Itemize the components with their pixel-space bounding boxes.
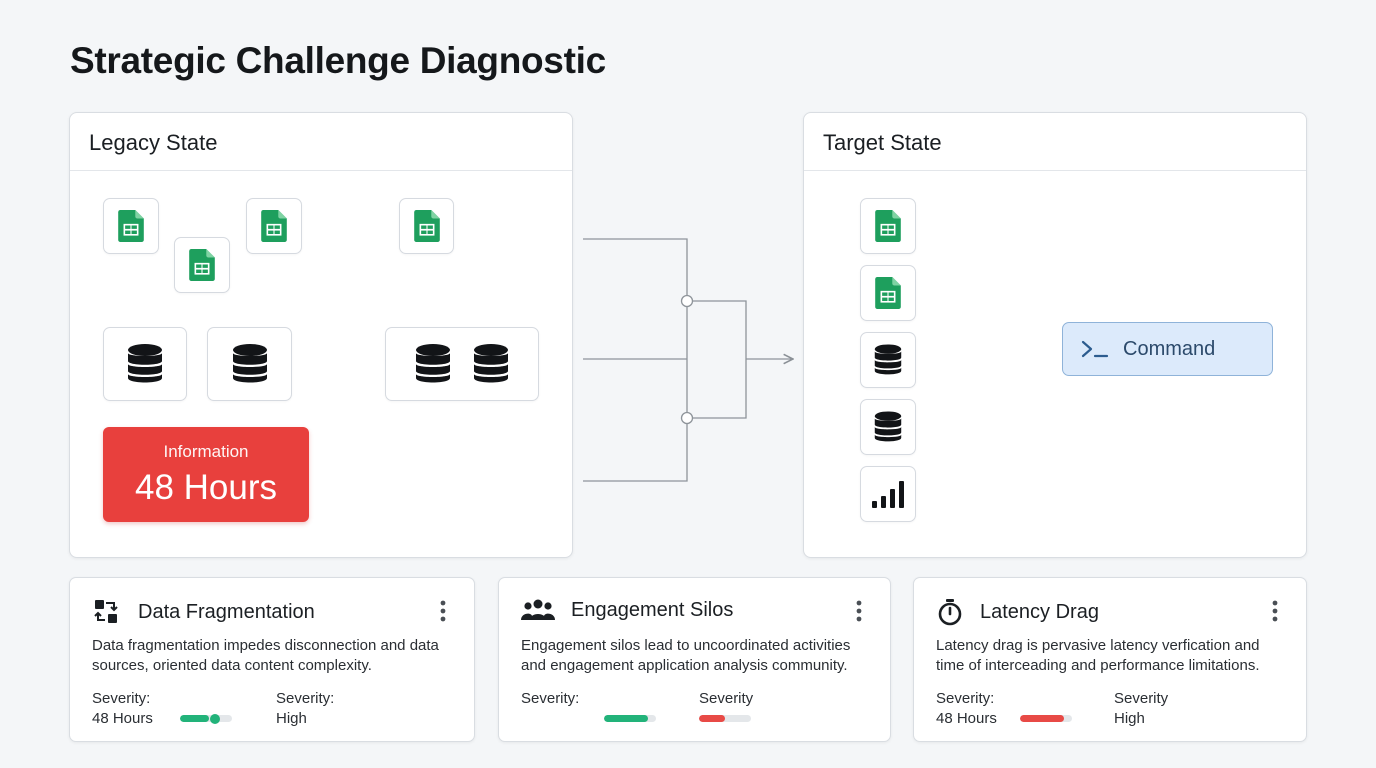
information-latency-box: Information 48 Hours [103,427,309,522]
card-title: Engagement Silos [571,598,734,621]
database-icon [415,344,451,384]
severity-label: Severity: [521,690,580,707]
information-value: 48 Hours [134,468,278,507]
severity-value: 48 Hours [92,710,153,727]
severity-value: High [276,710,307,727]
database-icon [874,411,902,443]
target-database-node [860,399,916,455]
more-options-icon[interactable] [856,600,862,622]
severity-label: Severity [699,690,754,707]
severity-bar [180,715,232,722]
spreadsheet-icon [875,210,901,242]
severity-bar [1020,715,1072,722]
legacy-spreadsheet-node [399,198,454,254]
severity-indicator-dot [210,713,220,724]
spreadsheet-icon [414,210,440,242]
latency-drag-card: Latency Drag Latency drag is pervasive l… [913,577,1307,742]
more-options-icon[interactable] [1272,600,1278,622]
page-title: Strategic Challenge Diagnostic [70,40,606,81]
data-fragmentation-card: Data Fragmentation Data fragmentation im… [69,577,475,742]
card-title: Latency Drag [980,600,1099,623]
legacy-database-cluster-node [385,327,539,401]
card-title: Data Fragmentation [138,600,315,623]
legacy-spreadsheet-node [246,198,302,254]
card-description: Engagement silos lead to uncoordinated a… [521,637,851,674]
target-spreadsheet-node [860,198,916,254]
spreadsheet-icon [189,249,215,281]
database-icon [127,344,163,384]
severity-bar [699,715,751,722]
command-label: Command [1123,337,1216,360]
severity-label: Severity: [936,690,995,707]
legacy-spreadsheet-node [174,237,230,293]
severity-label: Severity [1114,690,1169,707]
target-database-node [860,332,916,388]
target-spreadsheet-node [860,265,916,321]
spreadsheet-icon [261,210,287,242]
bar-chart-icon [872,480,904,508]
database-icon [473,344,509,384]
data-exchange-icon [94,600,118,623]
severity-label: Severity: [92,690,151,707]
card-description: Latency drag is pervasive latency verfic… [936,637,1260,674]
severity-value: High [1114,710,1145,727]
severity-label: Severity: [276,690,335,707]
severity-bar [604,715,656,722]
database-icon [232,344,268,384]
legacy-spreadsheet-node [103,198,159,254]
information-label: Information [163,442,249,461]
legacy-database-node [207,327,292,401]
severity-value: 48 Hours [936,710,997,727]
spreadsheet-icon [118,210,144,242]
target-analytics-node [860,466,916,522]
target-state-header: Target State [804,113,1306,171]
command-node[interactable]: Command [1062,322,1273,376]
legacy-database-node [103,327,187,401]
legacy-state-header: Legacy State [70,113,572,171]
database-icon [874,344,902,376]
terminal-icon [1081,340,1109,358]
spreadsheet-icon [875,277,901,309]
more-options-icon[interactable] [440,600,446,622]
engagement-silos-card: Engagement Silos Engagement silos lead t… [498,577,891,742]
people-group-icon [521,599,555,620]
card-description: Data fragmentation impedes disconnection… [92,637,439,674]
stopwatch-icon [938,599,962,626]
